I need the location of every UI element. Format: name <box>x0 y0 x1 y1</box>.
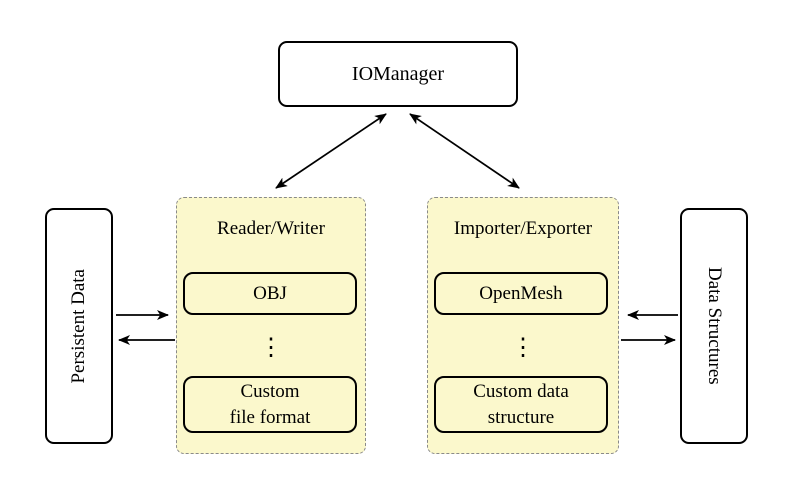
reader-writer-group: Reader/Writer OBJ ⋮ Custom file format <box>176 197 366 454</box>
openmesh-node: OpenMesh <box>434 272 608 315</box>
custom-data-structure-node: Custom data structure <box>434 376 608 433</box>
obj-node: OBJ <box>183 272 357 315</box>
importer-exporter-title: Importer/Exporter <box>453 218 593 239</box>
custom-file-format-node: Custom file format <box>183 376 357 433</box>
arrow-iomanager-readerwriter <box>275 113 387 189</box>
importer-exporter-group: Importer/Exporter OpenMesh ⋮ Custom data… <box>427 197 619 454</box>
ellipsis-reader-writer: ⋮ <box>259 335 283 361</box>
reader-writer-title: Reader/Writer <box>217 218 325 239</box>
iomanager-label: IOManager <box>351 62 445 85</box>
ellipsis-importer-exporter: ⋮ <box>511 335 535 361</box>
data-structures-node: Data Structures <box>680 208 748 444</box>
persistent-data-node: Persistent Data <box>45 208 113 444</box>
data-structures-label: Data Structures <box>704 267 725 385</box>
arrow-iomanager-importerexporter <box>409 113 520 189</box>
iomanager-node: IOManager <box>278 41 518 107</box>
